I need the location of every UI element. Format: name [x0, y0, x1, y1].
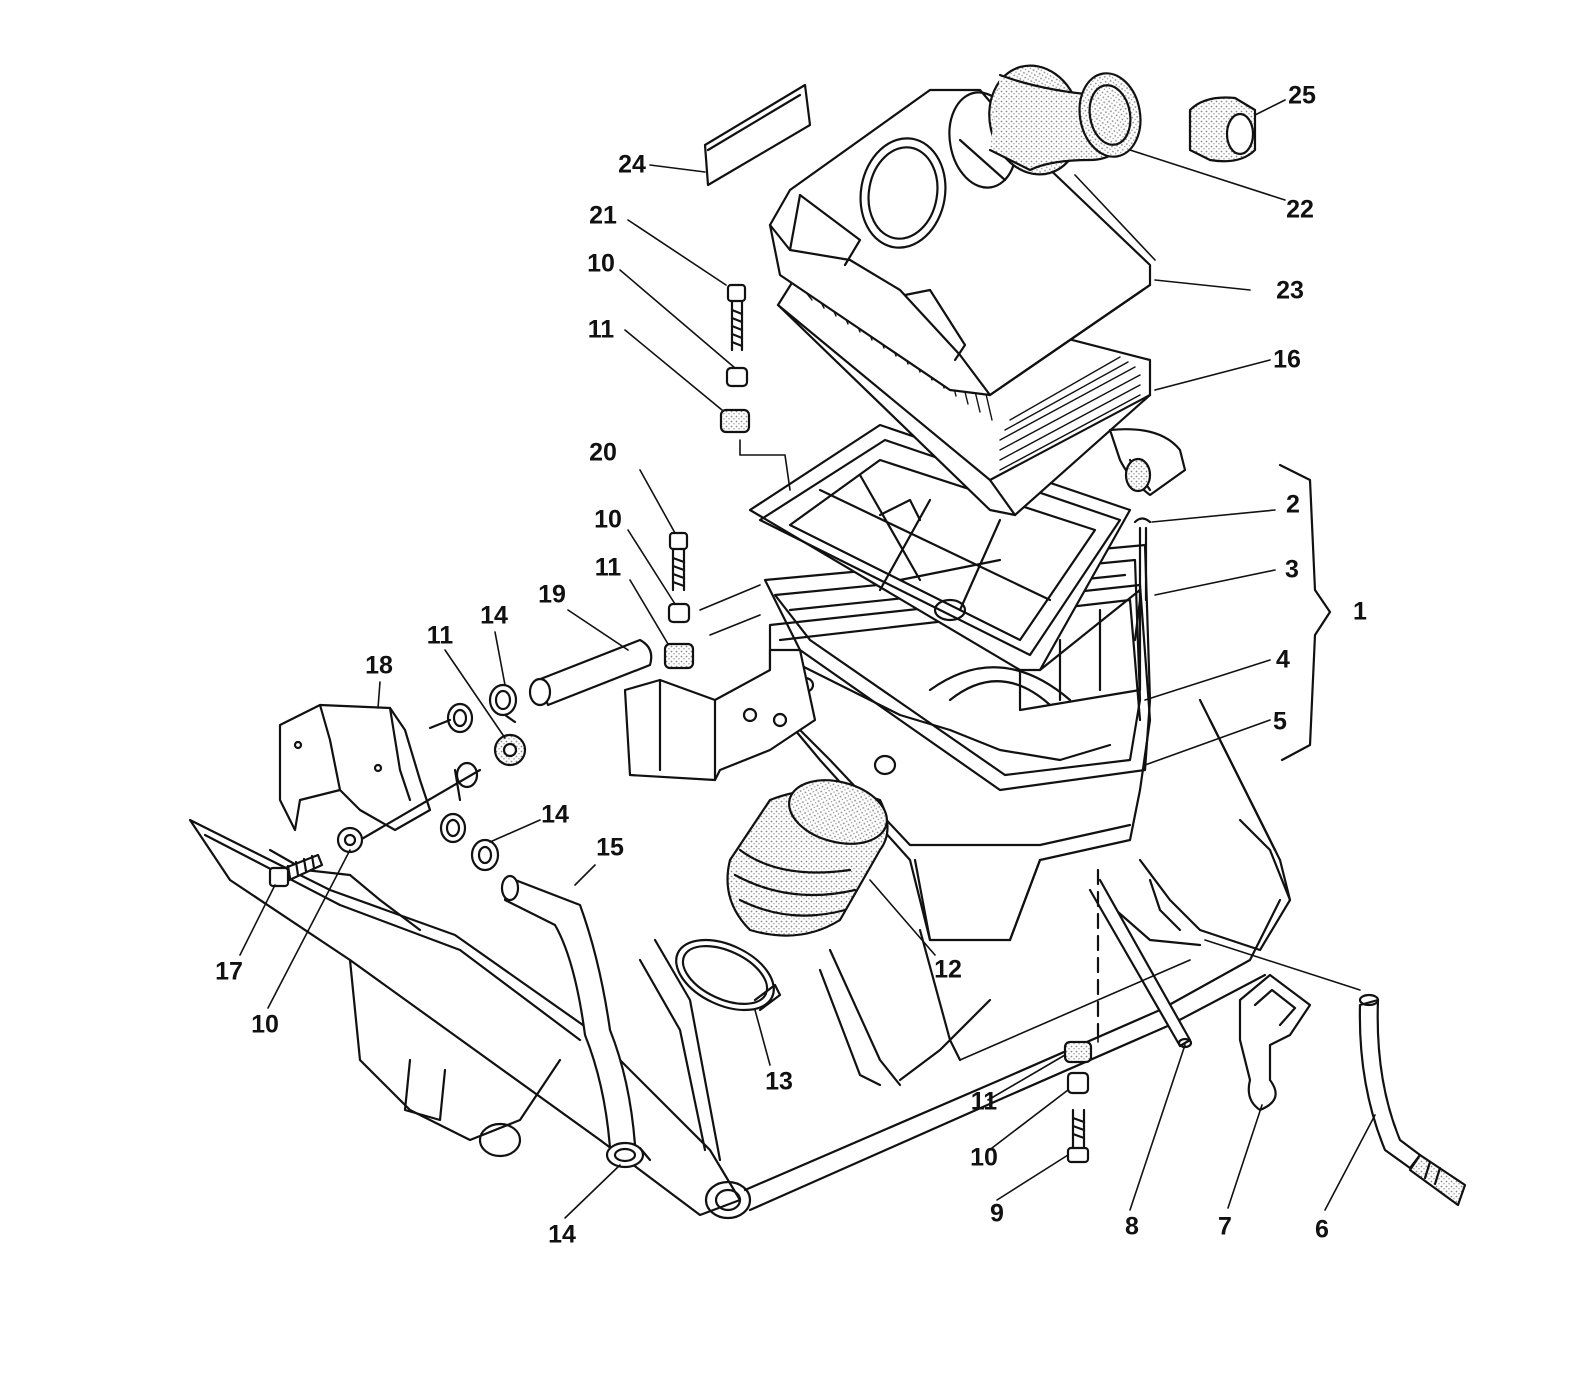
oil-vapour-separator — [278, 702, 482, 844]
callout-6: 6 — [1315, 1215, 1329, 1244]
drain-hose-15 — [500, 874, 637, 1150]
callout-21: 21 — [589, 201, 617, 230]
callout-25: 25 — [1288, 81, 1316, 110]
callout-18: 18 — [365, 651, 393, 680]
callout-10-left: 10 — [251, 1010, 279, 1039]
screw-stack-middle — [663, 531, 695, 670]
drain-tube-6 — [1358, 993, 1467, 1207]
callout-9: 9 — [990, 1199, 1004, 1228]
callout-7: 7 — [1218, 1212, 1232, 1241]
callout-3: 3 — [1285, 555, 1299, 584]
callout-13: 13 — [765, 1067, 793, 1096]
callout-15: 15 — [596, 833, 624, 862]
intake-hose-clamp — [675, 938, 782, 1012]
callout-11-upper: 11 — [587, 315, 615, 344]
rubber-cap — [1188, 96, 1257, 163]
intake-duct — [988, 64, 1142, 176]
callout-19: 19 — [538, 580, 566, 609]
breather-tube-cap — [1108, 428, 1187, 497]
callout-24: 24 — [618, 150, 646, 179]
leader-lines — [239, 99, 1376, 1219]
callout-4: 4 — [1276, 645, 1290, 674]
retaining-clip — [1238, 973, 1312, 1112]
callout-11-middle: 11 — [594, 553, 622, 582]
callout-14-lower: 14 — [548, 1220, 576, 1249]
hose-clamp-14-upper — [488, 683, 518, 724]
intake-rubber-boot — [726, 779, 889, 937]
group-bracket-1 — [1278, 463, 1332, 762]
callout-20: 20 — [589, 438, 617, 467]
callout-5: 5 — [1273, 707, 1287, 736]
hose-clamp-14-lower — [605, 1141, 652, 1169]
callout-23: 23 — [1276, 276, 1304, 305]
housing-screw-2 — [1133, 517, 1152, 642]
vent-hose-19 — [528, 638, 653, 707]
mounting-bracket — [623, 648, 817, 782]
filter-label-plate — [703, 83, 812, 187]
callout-12: 12 — [934, 955, 962, 984]
bolt-17 — [268, 853, 324, 888]
washer-10-left — [336, 826, 364, 854]
air-box-cover — [768, 88, 1152, 397]
callout-11-lower: 11 — [970, 1087, 998, 1116]
callout-1: 1 — [1353, 597, 1367, 626]
callout-14-upper: 14 — [480, 601, 508, 630]
callout-2: 2 — [1286, 490, 1300, 519]
grommet-11-left — [493, 733, 527, 767]
callout-10-middle: 10 — [594, 505, 622, 534]
callout-14-middle: 14 — [541, 800, 569, 829]
callout-17: 17 — [215, 957, 243, 986]
callout-16: 16 — [1273, 345, 1301, 374]
callout-22: 22 — [1286, 195, 1314, 224]
hose-clamp-14-middle — [470, 838, 500, 872]
callout-10-upper: 10 — [587, 249, 615, 278]
callout-10-lower: 10 — [970, 1143, 998, 1172]
callout-8: 8 — [1125, 1212, 1139, 1241]
screw-stack-lower — [1063, 1040, 1093, 1164]
screw-stack-upper — [719, 283, 751, 434]
callout-11-left: 11 — [426, 621, 454, 650]
